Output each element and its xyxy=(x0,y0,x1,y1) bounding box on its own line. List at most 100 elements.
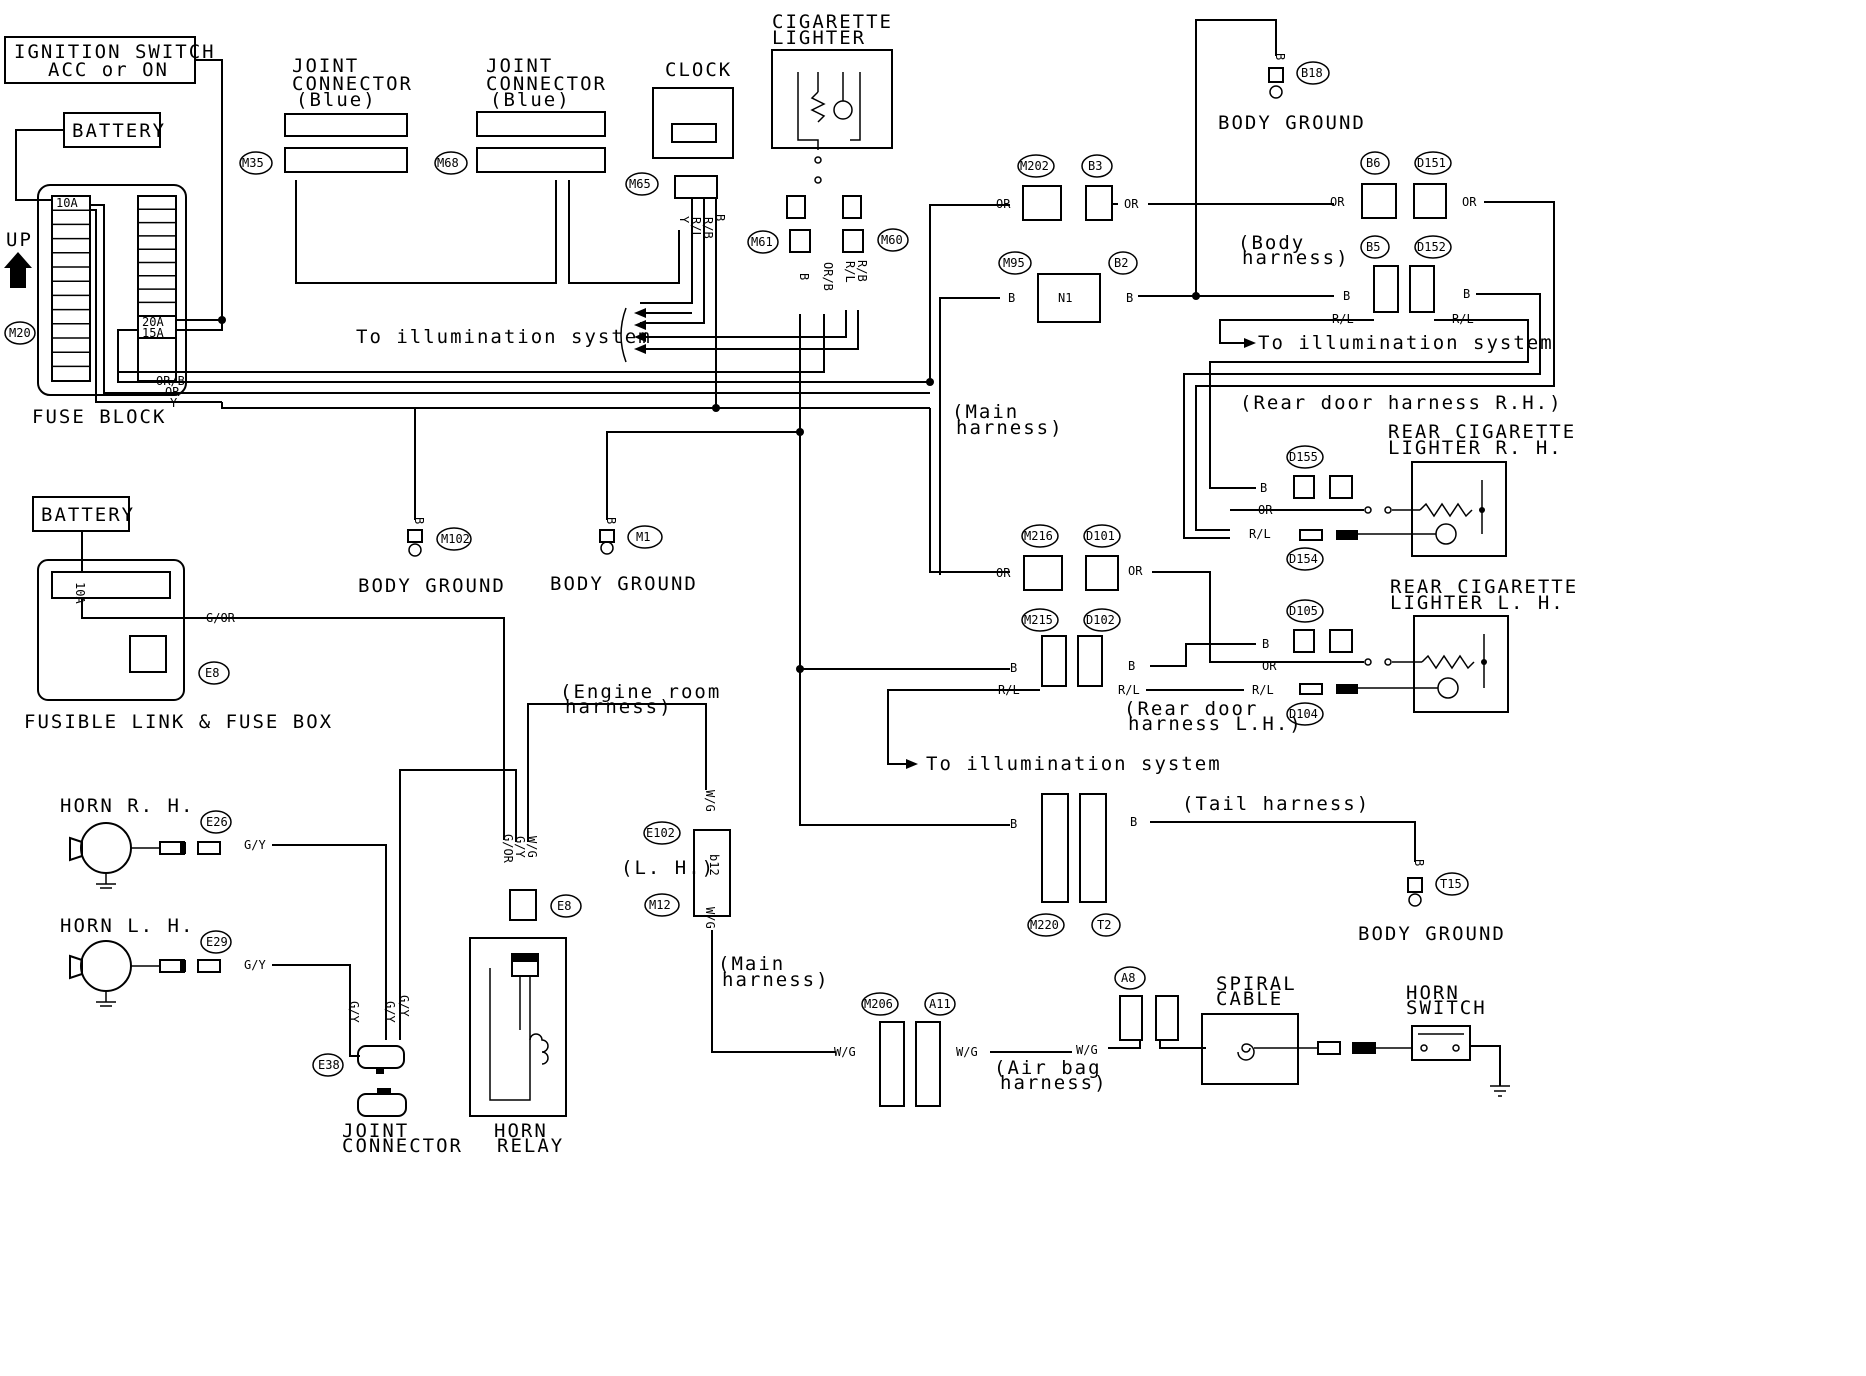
horn-rh: HORN R. H. E26 G/Y xyxy=(60,795,387,1040)
svg-text:B: B xyxy=(1126,291,1133,305)
svg-text:W/G: W/G xyxy=(525,836,539,858)
svg-text:(Main: (Main xyxy=(718,953,785,975)
svg-text:RELAY: RELAY xyxy=(497,1135,564,1157)
svg-text:B: B xyxy=(1463,287,1470,301)
svg-text:LIGHTER R. H.: LIGHTER R. H. xyxy=(1388,437,1563,459)
connector-m220-t2: B B (Tail harness) M220 T2 xyxy=(1010,793,1416,937)
svg-text:OR: OR xyxy=(996,566,1011,580)
svg-text:E8: E8 xyxy=(557,899,571,913)
svg-text:harness): harness) xyxy=(956,417,1064,439)
svg-text:10A: 10A xyxy=(73,582,87,604)
svg-text:M102: M102 xyxy=(441,532,470,546)
rear-cigarette-lighter-rh: REAR CIGARETTE LIGHTER R. H. D155 B OR R… xyxy=(1230,421,1574,571)
svg-text:(Tail harness): (Tail harness) xyxy=(1182,793,1370,815)
svg-text:G/OR: G/OR xyxy=(501,834,515,864)
svg-text:B18: B18 xyxy=(1301,66,1323,80)
svg-text:M60: M60 xyxy=(881,233,903,247)
svg-text:BATTERY: BATTERY xyxy=(72,120,166,142)
svg-text:OR: OR xyxy=(996,197,1011,211)
svg-text:(Rear door harness R.H.): (Rear door harness R.H.) xyxy=(1240,392,1563,414)
svg-text:M202: M202 xyxy=(1020,159,1049,173)
svg-text:E102: E102 xyxy=(646,826,675,840)
svg-text:Y: Y xyxy=(170,396,178,410)
svg-text:(Body: (Body xyxy=(1238,232,1305,254)
svg-text:W/G: W/G xyxy=(834,1045,856,1059)
svg-text:B: B xyxy=(1128,659,1135,673)
svg-text:CABLE: CABLE xyxy=(1216,988,1283,1010)
clock: CLOCK M65 Y R/L R/B B xyxy=(625,59,734,408)
svg-text:G/Y: G/Y xyxy=(397,995,411,1017)
spiral-cable: SPIRAL CABLE xyxy=(1201,973,1412,1085)
svg-text:HORN: HORN xyxy=(494,1120,548,1142)
svg-text:Y: Y xyxy=(677,216,691,224)
svg-text:B: B xyxy=(1130,815,1137,829)
svg-text:harness): harness) xyxy=(565,696,673,718)
svg-text:B: B xyxy=(604,517,618,524)
svg-text:HORN L. H.: HORN L. H. xyxy=(60,915,194,937)
svg-text:M1: M1 xyxy=(636,530,650,544)
engine-room-harness: (Engine room harness) xyxy=(399,681,719,1040)
svg-text:M206: M206 xyxy=(864,997,893,1011)
svg-text:CIGARETTE: CIGARETTE xyxy=(772,11,893,33)
svg-text:LIGHTER: LIGHTER xyxy=(772,27,866,49)
svg-text:JOINT: JOINT xyxy=(292,55,359,77)
svg-text:REAR CIGARETTE: REAR CIGARETTE xyxy=(1390,576,1578,598)
svg-text:(Main: (Main xyxy=(952,401,1019,423)
svg-text:B: B xyxy=(1008,291,1015,305)
main-harness-bus: (Main harness) xyxy=(221,378,1064,673)
svg-text:B: B xyxy=(1010,817,1017,831)
svg-text:SPIRAL: SPIRAL xyxy=(1216,973,1297,995)
svg-text:T15: T15 xyxy=(1440,877,1462,891)
svg-text:BATTERY: BATTERY xyxy=(41,504,135,526)
connector-b6-d151: B6 D151 OR OR xyxy=(1195,151,1555,531)
svg-text:OR: OR xyxy=(1462,195,1477,209)
svg-text:To illumination system: To illumination system xyxy=(1258,332,1554,354)
horn-lh: HORN L. H. E29 G/Y xyxy=(60,915,351,1040)
svg-text:M61: M61 xyxy=(751,235,773,249)
svg-text:R/B: R/B xyxy=(855,260,869,282)
svg-text:IGNITION SWITCH: IGNITION SWITCH xyxy=(14,41,216,63)
svg-text:JOINT: JOINT xyxy=(486,55,553,77)
svg-text:OR: OR xyxy=(165,385,180,399)
svg-text:G/Y: G/Y xyxy=(244,958,266,972)
connector-m215-d102: M215 D102 B B R/L R/L To illumination sy… xyxy=(887,608,1301,775)
svg-text:M220: M220 xyxy=(1030,918,1059,932)
svg-text:D155: D155 xyxy=(1289,450,1318,464)
connector-m202-b3: M202 B3 OR OR xyxy=(996,154,1334,221)
svg-text:B: B xyxy=(1412,859,1426,866)
svg-text:(Blue): (Blue) xyxy=(296,89,377,111)
svg-text:BODY GROUND: BODY GROUND xyxy=(358,575,506,597)
svg-text:M65: M65 xyxy=(629,177,651,191)
svg-text:B: B xyxy=(797,273,811,280)
svg-text:B: B xyxy=(1273,53,1287,60)
svg-text:M95: M95 xyxy=(1003,256,1025,270)
svg-text:B: B xyxy=(1010,661,1017,675)
svg-text:HORN: HORN xyxy=(1406,982,1460,1004)
joint-connector-m35: JOINT CONNECTOR (Blue) M35 xyxy=(239,55,557,284)
connector-e8: G/OR G/Y W/G E8 xyxy=(501,834,582,921)
svg-text:R/L: R/L xyxy=(1249,527,1271,541)
svg-text:FUSIBLE LINK & FUSE BOX: FUSIBLE LINK & FUSE BOX xyxy=(24,711,333,733)
svg-text:R/L: R/L xyxy=(1118,683,1140,697)
svg-text:G/Y: G/Y xyxy=(244,838,266,852)
svg-text:T2: T2 xyxy=(1097,918,1111,932)
svg-text:To illumination system: To illumination system xyxy=(926,753,1222,775)
rear-cigarette-lighter-lh: REAR CIGARETTE LIGHTER L. H. D105 B OR R… xyxy=(1252,576,1578,726)
svg-text:G/Y: G/Y xyxy=(383,1001,397,1023)
svg-text:BODY GROUND: BODY GROUND xyxy=(550,573,698,595)
svg-text:OR/B: OR/B xyxy=(821,262,835,291)
svg-text:D102: D102 xyxy=(1086,613,1115,627)
svg-text:M68: M68 xyxy=(437,156,459,170)
svg-text:D105: D105 xyxy=(1289,604,1318,618)
connector-m216-d101: M216 D101 OR OR xyxy=(996,524,1256,663)
svg-text:G/OR: G/OR xyxy=(206,611,236,625)
svg-text:LIGHTER L. H.: LIGHTER L. H. xyxy=(1390,592,1565,614)
svg-text:B3: B3 xyxy=(1088,159,1102,173)
up-arrow-icon: UP xyxy=(4,229,32,288)
svg-text:E26: E26 xyxy=(206,815,228,829)
svg-text:G/Y: G/Y xyxy=(513,836,527,858)
svg-text:harness): harness) xyxy=(1000,1072,1108,1094)
svg-text:B: B xyxy=(412,517,426,524)
svg-text:W/G: W/G xyxy=(703,790,717,812)
body-ground-b18: B B18 BODY GROUND xyxy=(1195,19,1364,296)
